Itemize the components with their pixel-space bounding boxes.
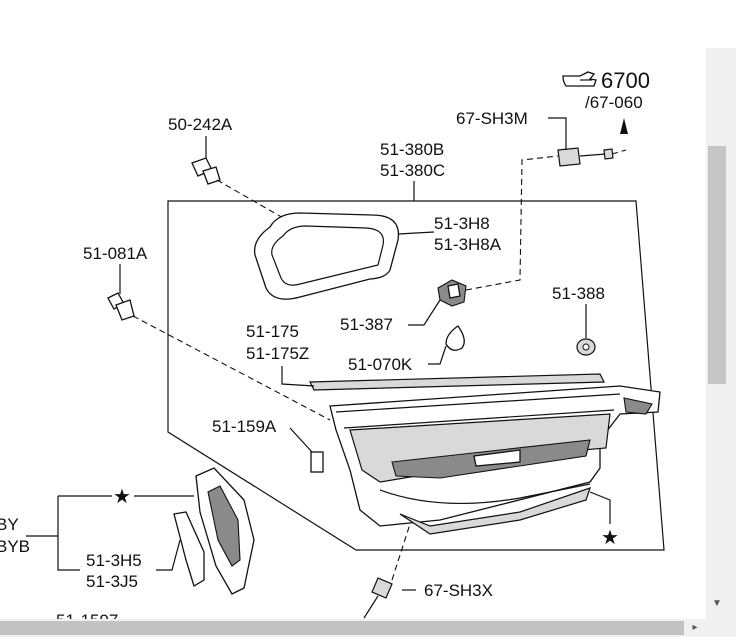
label-51-380b: 51-380B bbox=[380, 140, 444, 159]
window-molding-51-3h8 bbox=[253, 212, 400, 300]
trim-panel-51-380b bbox=[329, 385, 661, 535]
pointing-hand-icon bbox=[562, 71, 597, 87]
side-trim-51-3h5 bbox=[173, 467, 255, 595]
label-51-388: 51-388 bbox=[552, 284, 605, 303]
label-50-242a: 50-242A bbox=[168, 115, 233, 134]
star-icon-left: ★ bbox=[113, 486, 131, 508]
ref-main-label: 6700 bbox=[601, 68, 650, 93]
leader-51-175 bbox=[281, 366, 315, 387]
label-byb: BYB bbox=[0, 537, 30, 556]
label-67-sh3x: 67-SH3X bbox=[424, 581, 493, 600]
label-51-175: 51-175 bbox=[246, 322, 299, 341]
screw-part-51-081a bbox=[107, 292, 331, 421]
label-67-sh3m: 67-SH3M bbox=[456, 109, 528, 128]
leader-51-387 bbox=[408, 299, 441, 326]
label-51-3j5: 51-3J5 bbox=[86, 572, 138, 591]
horizontal-scrollbar-thumb[interactable] bbox=[0, 621, 684, 635]
leader-51-070k bbox=[428, 345, 447, 365]
label-51-3h8a: 51-3H8A bbox=[434, 235, 502, 254]
label-51-081a: 51-081A bbox=[83, 244, 148, 263]
leader-51-3h8 bbox=[397, 231, 435, 235]
label-51-070k: 51-070K bbox=[348, 355, 413, 374]
leader-51-159a bbox=[289, 427, 313, 453]
ref-sub-label: /67-060 bbox=[585, 93, 643, 112]
label-51-3h8: 51-3H8 bbox=[434, 214, 490, 233]
vertical-scrollbar-thumb[interactable] bbox=[708, 146, 726, 384]
liftgate-outline bbox=[167, 200, 665, 551]
cable-part-67-sh3x bbox=[363, 523, 411, 619]
label-51-3h5: 51-3H5 bbox=[86, 551, 142, 570]
label-sticker-51-159a bbox=[310, 451, 324, 473]
leader-star-bottom bbox=[589, 491, 611, 524]
latch-part-51-387 bbox=[437, 155, 559, 307]
leader-67-sh3m bbox=[548, 117, 567, 150]
arrow-up-icon bbox=[620, 118, 628, 134]
bumper-part-51-070k bbox=[445, 325, 465, 351]
weatherstrip-51-175 bbox=[309, 373, 605, 391]
label-51-159a: 51-159A bbox=[212, 417, 277, 436]
star-icon-bottom: ★ bbox=[601, 527, 619, 549]
label-51-175z: 51-175Z bbox=[246, 344, 309, 363]
label-by: BY bbox=[0, 515, 19, 534]
leader-51-3h5 bbox=[156, 539, 181, 571]
grommet-part-51-388 bbox=[576, 338, 596, 356]
leader-bracket bbox=[57, 496, 80, 571]
scroll-right-arrow-icon[interactable]: ▸ bbox=[692, 622, 698, 633]
cable-part-67-sh3m bbox=[557, 118, 628, 167]
label-51-387: 51-387 bbox=[340, 315, 393, 334]
label-51-380c: 51-380C bbox=[380, 161, 445, 180]
scroll-down-arrow-icon[interactable]: ▼ bbox=[712, 598, 722, 609]
